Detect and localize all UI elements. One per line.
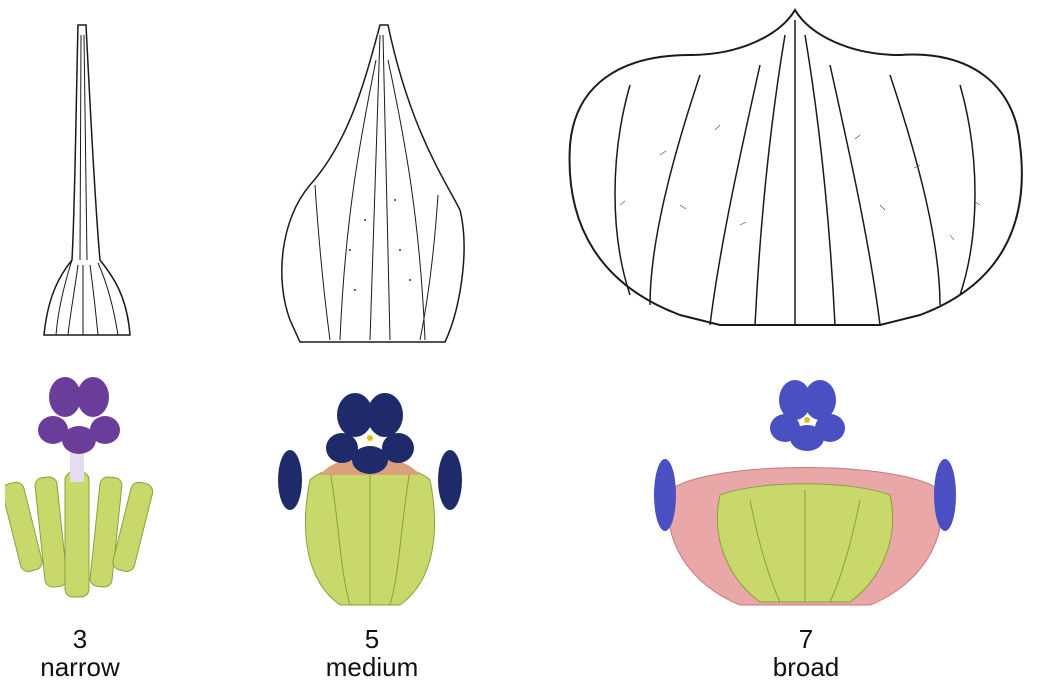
broad-label: 7 broad [706, 625, 906, 681]
narrow-number: 3 [0, 625, 180, 653]
medium-flower-illustration [270, 390, 470, 615]
broad-flower-illustration [650, 380, 960, 615]
narrow-descriptor: narrow [0, 653, 180, 681]
medium-number: 5 [272, 625, 472, 653]
broad-number: 7 [706, 625, 906, 653]
narrow-bract-drawing [20, 15, 150, 345]
narrow-label: 3 narrow [0, 625, 180, 681]
narrow-flower-illustration [5, 372, 155, 612]
medium-descriptor: medium [272, 653, 472, 681]
medium-bract-drawing [270, 20, 470, 350]
broad-descriptor: broad [706, 653, 906, 681]
medium-label: 5 medium [272, 625, 472, 681]
broad-bract-drawing [560, 5, 1030, 340]
